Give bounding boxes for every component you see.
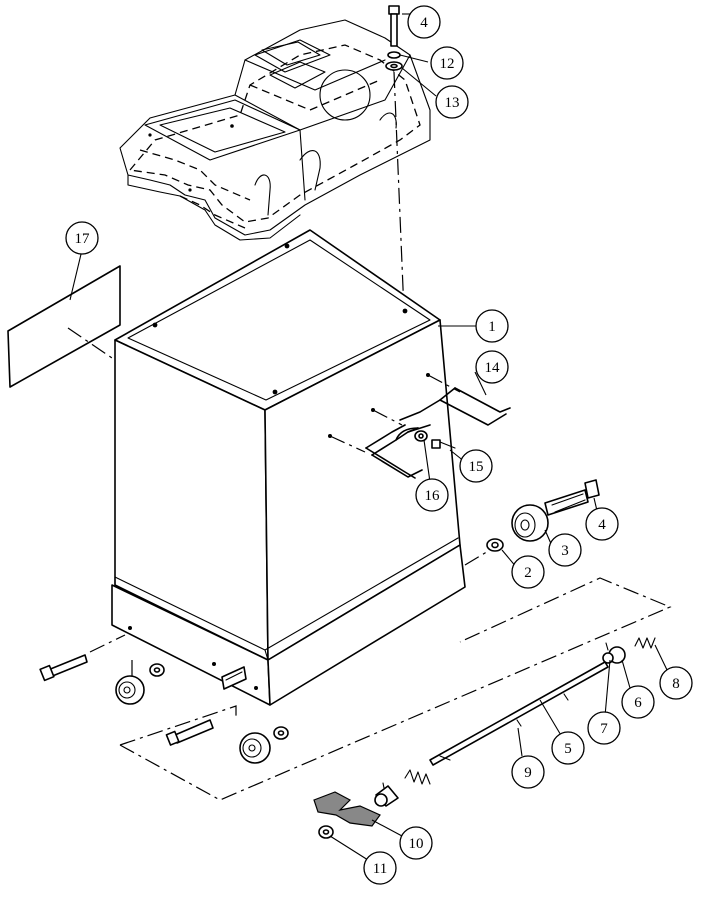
svg-text:4: 4 (420, 15, 428, 31)
svg-text:12: 12 (440, 56, 455, 72)
callout-1: 1 (475, 309, 509, 343)
svg-text:4: 4 (598, 517, 606, 533)
leader-lines (69, 13, 669, 861)
callout-9: 9 (511, 755, 545, 789)
callout-11: 11 (363, 851, 397, 885)
motor-cover (119, 19, 431, 241)
callout-15: 15 (459, 449, 493, 483)
svg-text:14: 14 (485, 360, 501, 376)
label-plate (7, 265, 121, 388)
top-screw (385, 5, 405, 313)
right-wheel-assembly (464, 479, 600, 566)
svg-text:9: 9 (524, 765, 532, 781)
callout-4-top: 4 (407, 5, 441, 39)
svg-text:17: 17 (75, 231, 91, 247)
callout-3: 3 (548, 533, 582, 567)
axle-frame (119, 577, 672, 801)
callout-2: 2 (511, 555, 545, 589)
left-wheel-assembly (39, 634, 289, 764)
brackets (329, 374, 511, 479)
svg-text:10: 10 (409, 836, 424, 852)
svg-text:7: 7 (600, 721, 608, 737)
callout-8: 8 (659, 666, 693, 700)
cabinet (111, 229, 466, 706)
callout-7: 7 (587, 711, 621, 745)
svg-text:2: 2 (524, 565, 532, 581)
svg-text:8: 8 (672, 676, 680, 692)
callout-14: 14 (475, 350, 509, 384)
callout-6: 6 (621, 685, 655, 719)
svg-text:3: 3 (561, 543, 569, 559)
svg-text:5: 5 (564, 741, 572, 757)
callout-13: 13 (435, 85, 469, 119)
svg-text:16: 16 (425, 488, 441, 504)
callout-12: 12 (430, 46, 464, 80)
svg-text:15: 15 (469, 459, 484, 475)
foot-pedal (313, 791, 381, 839)
svg-text:11: 11 (373, 861, 387, 877)
callout-4-side: 4 (585, 507, 619, 541)
callouts: 4 12 13 17 1 14 15 16 (65, 5, 693, 885)
callout-10: 10 (399, 826, 433, 860)
svg-text:6: 6 (634, 695, 642, 711)
axle-rod-assembly (374, 637, 656, 807)
svg-text:13: 13 (445, 95, 460, 111)
callout-5: 5 (551, 731, 585, 765)
callout-16: 16 (415, 478, 449, 512)
callout-17: 17 (65, 221, 99, 255)
svg-text:1: 1 (488, 319, 496, 335)
